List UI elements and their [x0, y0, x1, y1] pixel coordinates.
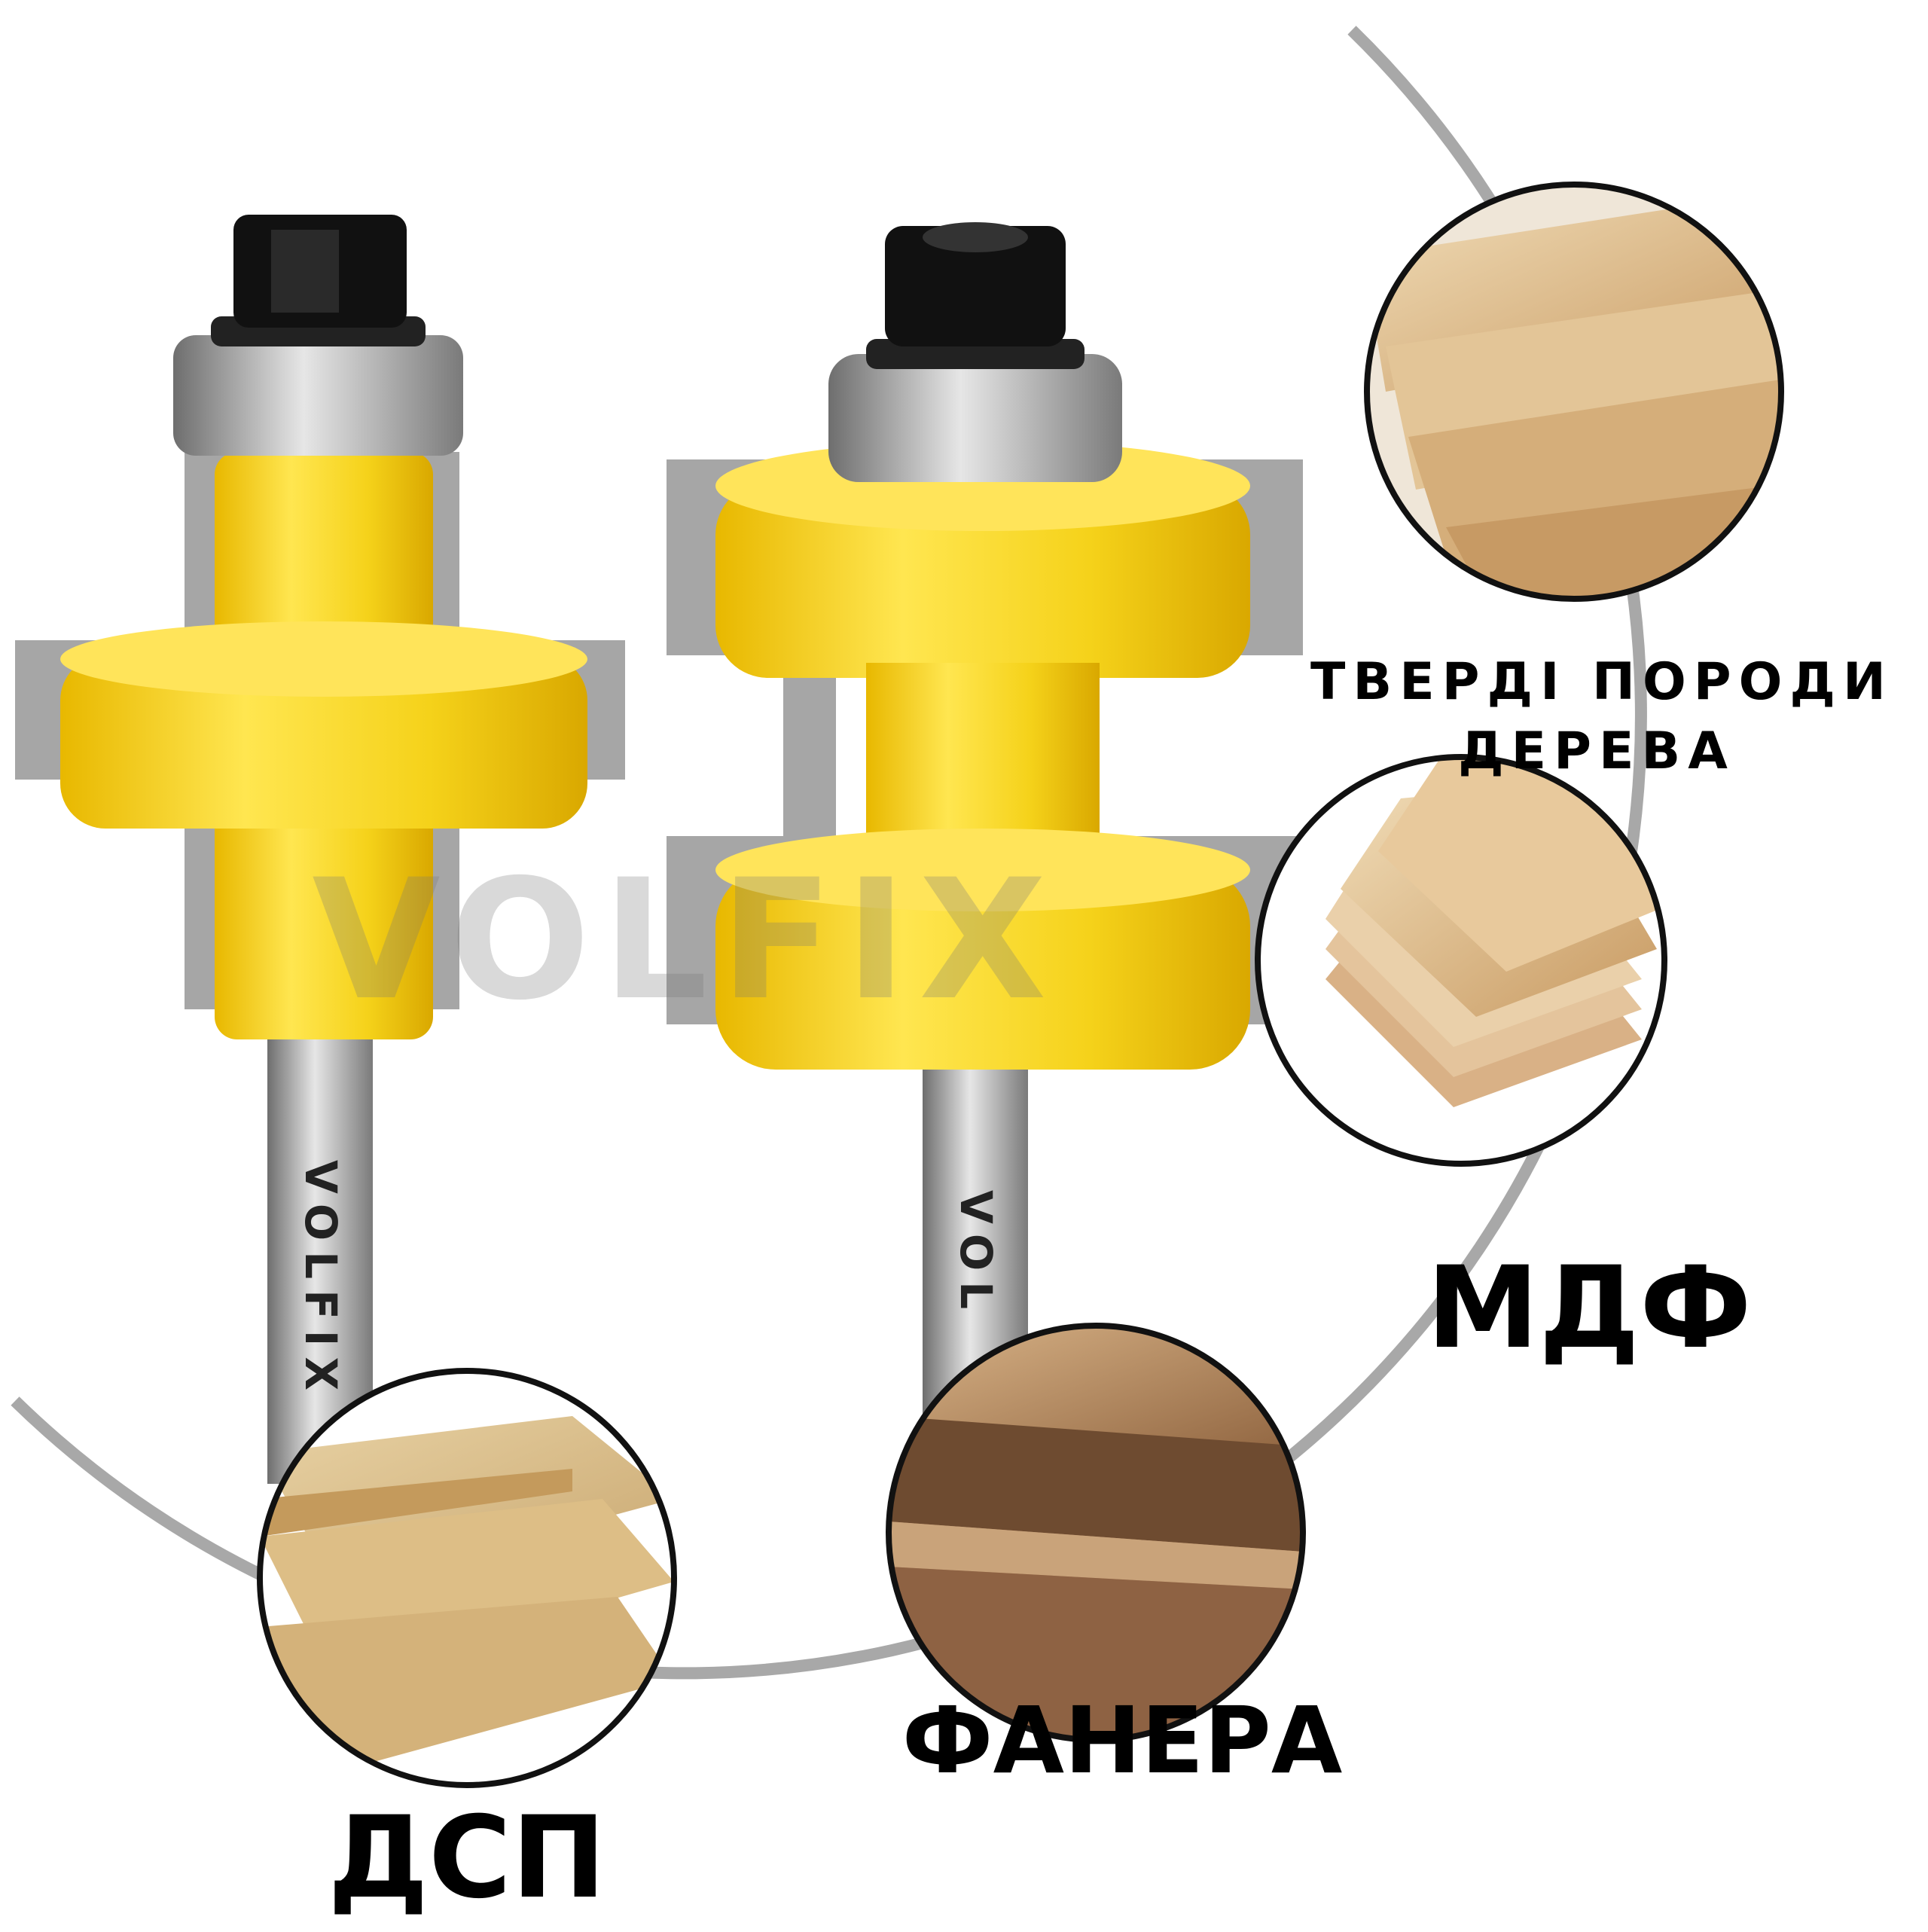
- router-bit-right: [667, 222, 1303, 1491]
- chipboard-label: ДСП: [328, 1793, 606, 1924]
- mdf-sample-image: [1255, 754, 1667, 1167]
- hardwood-label: ТВЕРДІ ПОРОДИ ДЕРЕВА: [1310, 648, 1893, 786]
- chipboard-sample-image: [257, 1368, 677, 1788]
- plywood-sample-image: [886, 1323, 1306, 1743]
- brand-watermark: VOLFIX: [312, 844, 1059, 1036]
- router-bit-left: [15, 215, 625, 1484]
- plywood-label: ФАНЕРА: [901, 1687, 1343, 1794]
- hardwood-label-line2: ДЕРЕВА: [1458, 722, 1735, 781]
- shank-marking-right: VOLFIX: [950, 1190, 1002, 1432]
- hardwood-sample-image: [1364, 182, 1784, 602]
- mdf-label: МДФ: [1426, 1243, 1752, 1374]
- hardwood-label-line1: ТВЕРДІ ПОРОДИ: [1310, 652, 1893, 712]
- shank-marking-left: VOLFIX: [295, 1160, 346, 1402]
